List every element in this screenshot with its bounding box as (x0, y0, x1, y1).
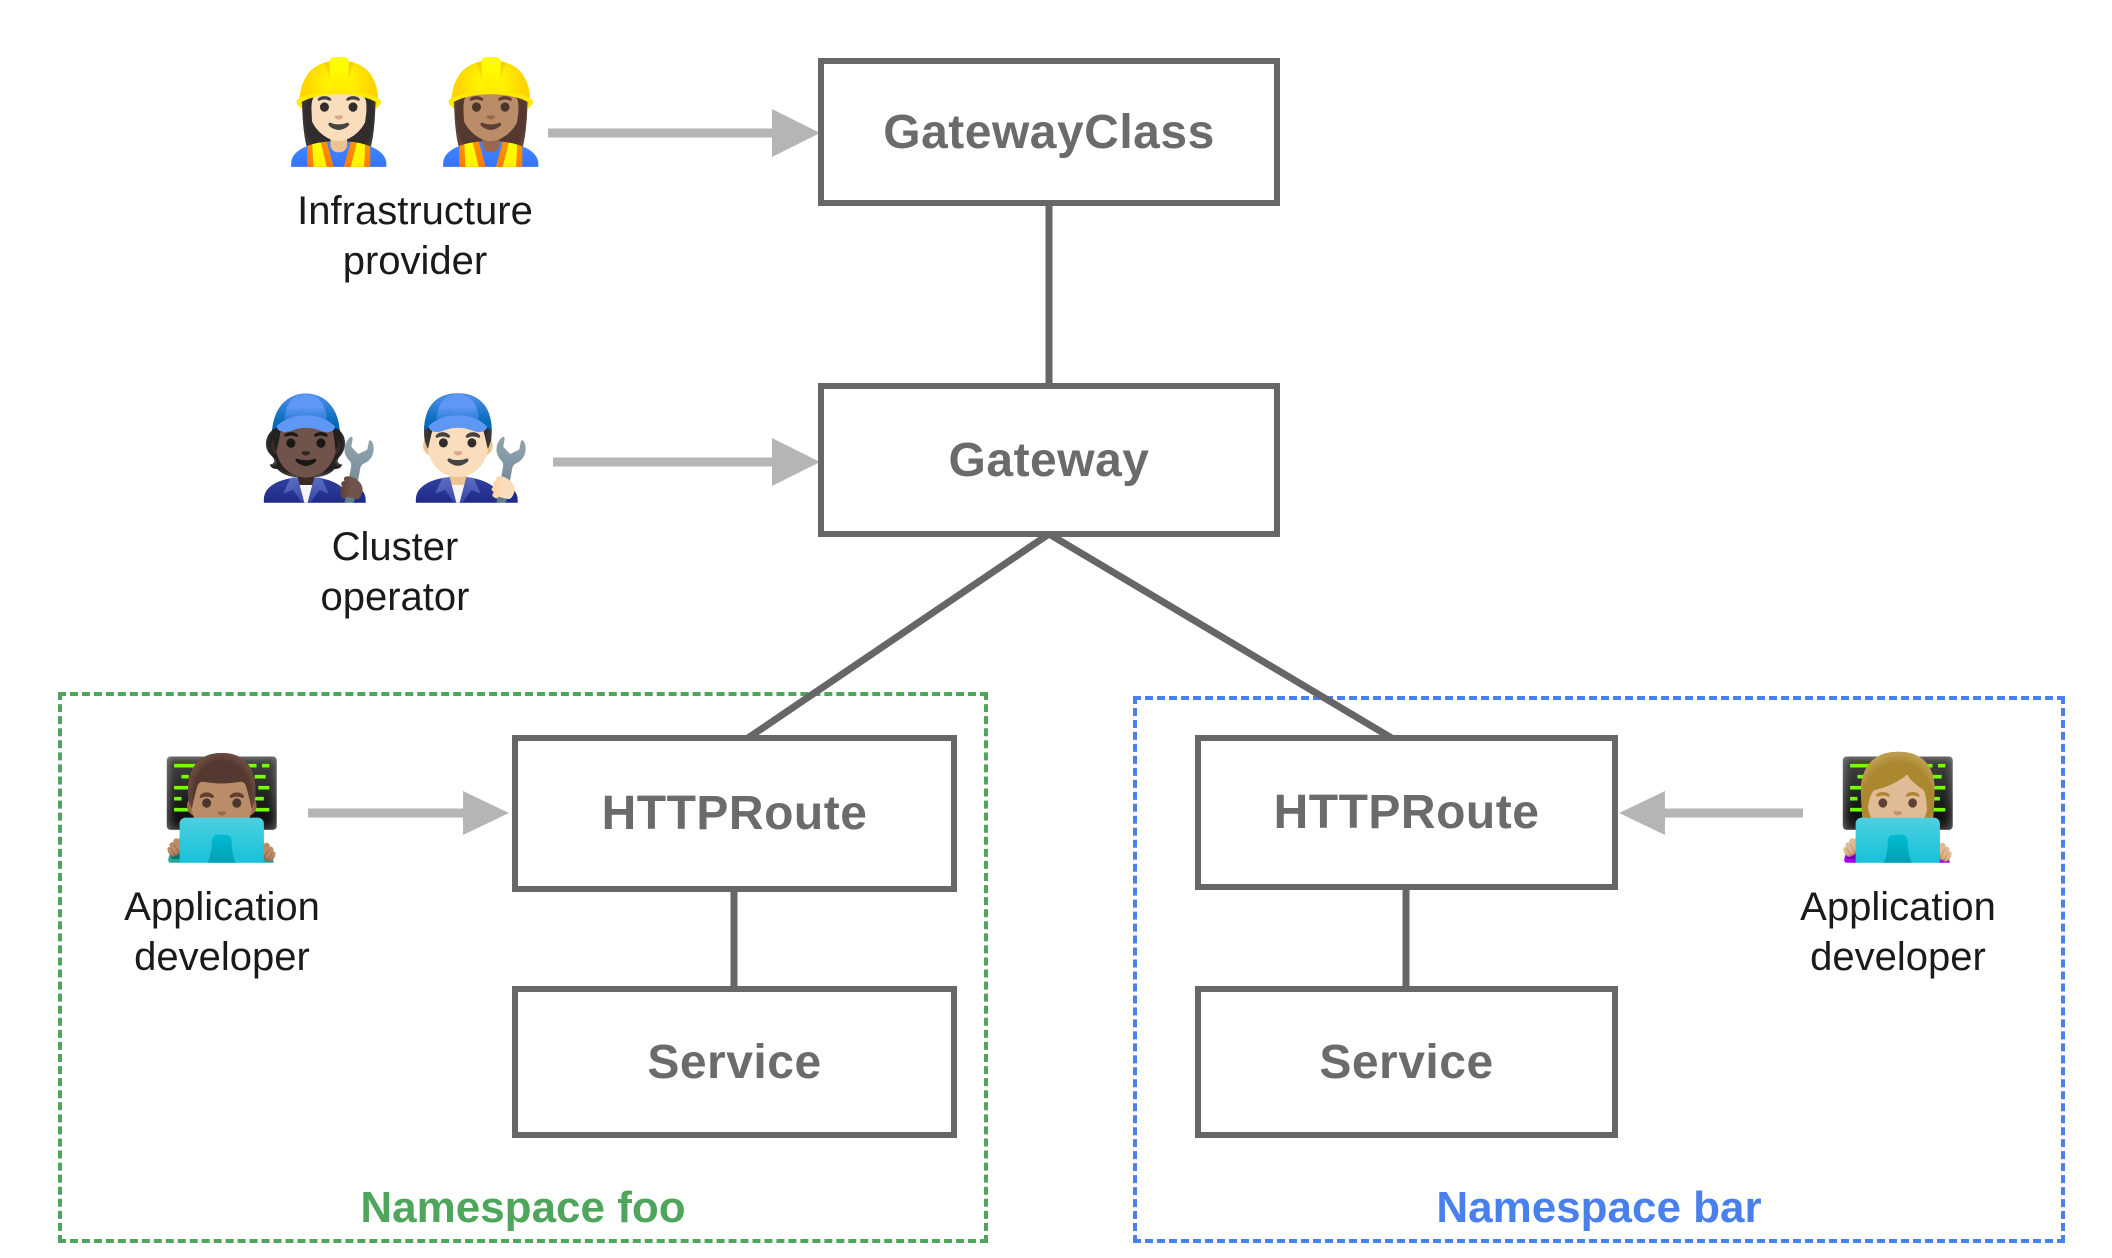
persona-cluster-operator-label: Cluster operator (195, 522, 595, 622)
node-httproute-bar: HTTPRoute (1195, 735, 1618, 890)
node-httproute-bar-label: HTTPRoute (1273, 786, 1540, 839)
node-service-bar: Service (1195, 986, 1618, 1138)
arrow-app-developer-to-httproute-bar (1619, 791, 1803, 835)
label-line-2: provider (342, 239, 488, 283)
label-line-1: Cluster (331, 525, 459, 569)
node-gateway-label: Gateway (948, 433, 1150, 487)
node-service-foo-label: Service (647, 1035, 822, 1089)
persona-infrastructure-provider: 👷🏻‍♀️ 👷🏽‍♀️ Infrastructure provider (215, 52, 615, 286)
persona-app-developer-foo: 👨🏽‍💻 Application developer (47, 748, 397, 982)
persona-app-developer-bar-label: Application developer (1723, 882, 2073, 982)
node-httproute-foo: HTTPRoute (512, 735, 957, 892)
namespace-foo-boundary: Namespace foo (58, 692, 988, 1243)
construction-worker-emojis-icon: 👷🏻‍♀️ 👷🏽‍♀️ (276, 56, 554, 168)
persona-app-developer-foo-label: Application developer (47, 882, 397, 982)
label-line-2: developer (134, 935, 310, 979)
namespace-foo-label: Namespace foo (360, 1183, 686, 1232)
arrow-infrastructure-provider-to-gatewayclass (548, 109, 820, 157)
label-line-1: Application (1800, 885, 1996, 929)
namespace-bar-boundary: Namespace bar (1133, 696, 2065, 1243)
edge-gateway-httproute-bar (1047, 530, 1397, 744)
arrow-cluster-operator-to-gateway (553, 438, 820, 486)
mechanic-emojis-icon: 🧑🏿‍🔧 👨🏻‍🔧 (256, 392, 534, 504)
persona-infrastructure-provider-label: Infrastructure provider (215, 186, 615, 286)
man-technologist-emoji-icon: 👨🏽‍💻 (159, 752, 285, 864)
node-httproute-foo-label: HTTPRoute (601, 787, 868, 840)
persona-cluster-operator: 🧑🏿‍🔧 👨🏻‍🔧 Cluster operator (195, 388, 595, 622)
edge-gateway-httproute-foo (743, 531, 1051, 743)
arrow-app-developer-to-httproute-foo (308, 791, 509, 835)
node-service-bar-label: Service (1319, 1035, 1494, 1089)
node-gatewayclass: GatewayClass (818, 58, 1280, 206)
label-line-1: Application (124, 885, 320, 929)
label-line-2: operator (320, 575, 470, 619)
persona-app-developer-bar: 👩🏼‍💻 Application developer (1723, 748, 2073, 982)
node-gateway: Gateway (818, 383, 1280, 537)
woman-technologist-emoji-icon: 👩🏼‍💻 (1835, 752, 1961, 864)
node-service-foo: Service (512, 986, 957, 1138)
namespace-bar-label: Namespace bar (1436, 1183, 1762, 1232)
label-line-1: Infrastructure (297, 189, 533, 233)
node-gatewayclass-label: GatewayClass (883, 105, 1215, 159)
label-line-2: developer (1810, 935, 1986, 979)
